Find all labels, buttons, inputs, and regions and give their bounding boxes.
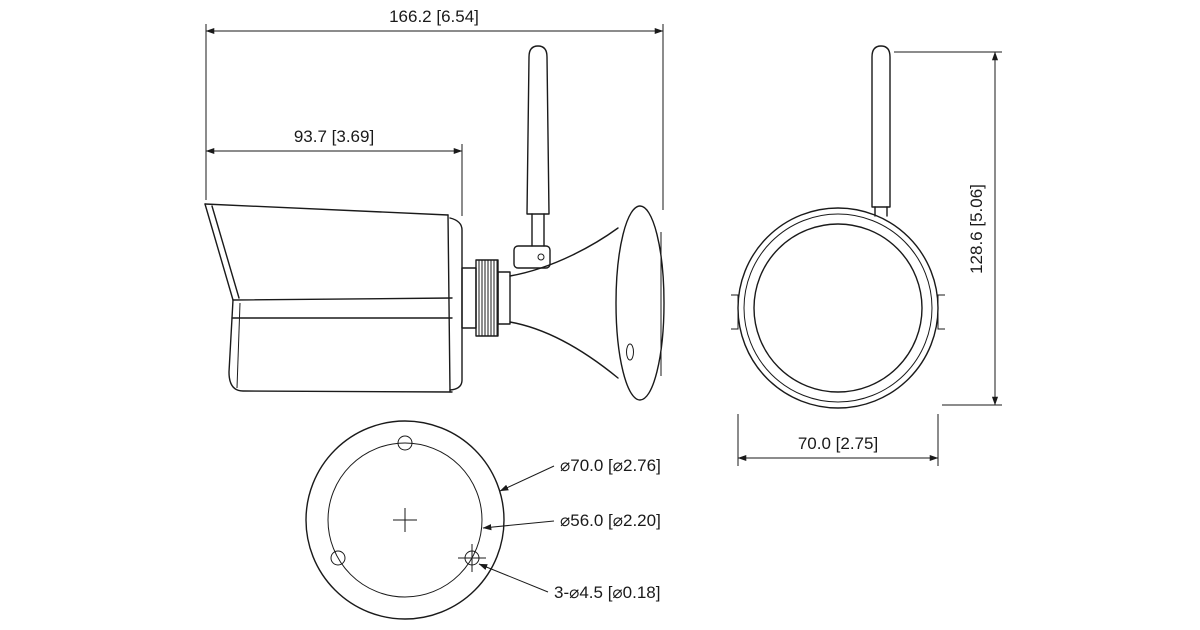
antenna-front-neck: [874, 206, 888, 217]
arm-bottom-edge: [509, 321, 619, 379]
hole-crosshair: [458, 544, 486, 572]
left-tab: [731, 294, 739, 330]
mount-hole-top: [397, 435, 413, 451]
visor-front-inner-edge: [211, 205, 240, 299]
dim-overall-height: 128.6 [5.06]: [894, 51, 1002, 406]
dim-overall-height-label: 128.6 [5.06]: [967, 184, 986, 274]
antenna-front: [871, 45, 891, 208]
leader-line: [499, 465, 555, 492]
body-rear-edge: [447, 214, 451, 393]
visor-top-edge: [204, 203, 449, 216]
leader-line: [478, 563, 549, 593]
antenna-neck: [531, 213, 545, 247]
callout-mounting-holes: 3-⌀4.5 [⌀0.18]: [478, 563, 660, 602]
dim-front-diameter: 70.0 [2.75]: [737, 414, 939, 466]
dim-overall-length-label: 166.2 [6.54]: [389, 7, 479, 26]
right-tab: [937, 294, 945, 330]
front-rim-circle: [743, 213, 933, 403]
front-bezel-circle: [753, 223, 923, 393]
front-bezel-line: [236, 302, 241, 389]
front-view: [731, 45, 945, 409]
front-outer-circle: [737, 207, 939, 409]
visor-bottom-seam: [232, 297, 453, 301]
callout-base-outer-label: ⌀70.0 [⌀2.76]: [560, 456, 661, 475]
visor-front-edge: [204, 203, 234, 301]
rear-cap: [449, 217, 463, 391]
callout-holes-label: 3-⌀4.5 [⌀0.18]: [554, 583, 660, 602]
bottom-view: [305, 420, 505, 620]
base-outer-circle: [305, 420, 505, 620]
dim-front-diameter-label: 70.0 [2.75]: [798, 434, 878, 453]
side-view: [204, 45, 665, 401]
arm-top-edge: [509, 227, 619, 277]
mount-hole-left: [330, 550, 346, 566]
callout-base-bolt-circle: ⌀56.0 [⌀2.20]: [482, 511, 661, 531]
mount-base-profile: [615, 205, 665, 401]
base-bolt-circle: [327, 442, 483, 598]
dim-body-length-label: 93.7 [3.69]: [294, 127, 374, 146]
callout-bolt-circle-label: ⌀56.0 [⌀2.20]: [560, 511, 661, 530]
antenna-side: [526, 45, 550, 215]
connector-neck: [497, 271, 511, 325]
dim-overall-length: 166.2 [6.54]: [205, 7, 664, 210]
connector-cylinder: [461, 267, 477, 329]
leader-line: [482, 520, 555, 531]
dim-body-length: 93.7 [3.69]: [205, 127, 463, 216]
body-front-bottom: [228, 299, 453, 393]
center-cross: [393, 508, 417, 532]
callout-base-outer-diameter: ⌀70.0 [⌀2.76]: [499, 456, 661, 492]
hinge-screw: [537, 253, 545, 261]
knurl-hatching: [478, 260, 498, 336]
antenna-hinge: [513, 245, 551, 269]
mount-base-slot: [626, 343, 634, 361]
